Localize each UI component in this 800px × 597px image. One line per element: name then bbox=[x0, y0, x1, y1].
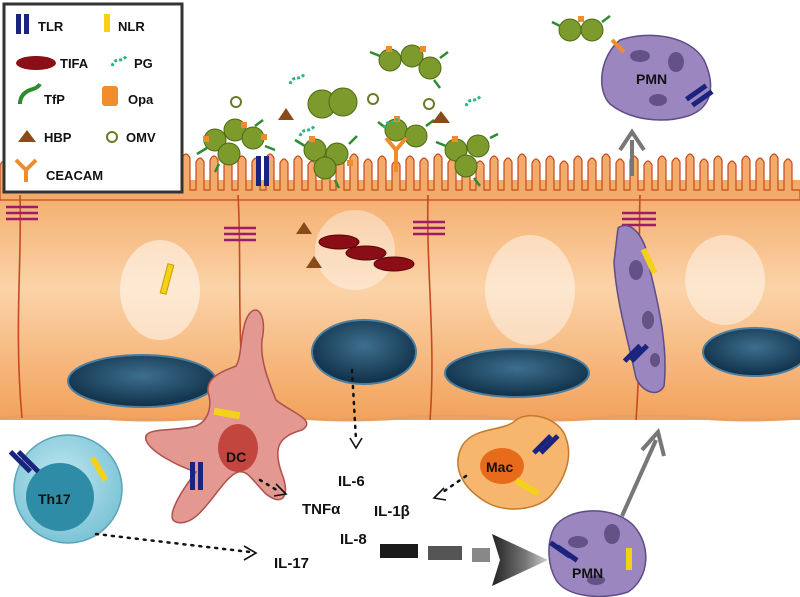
bacteria-cluster bbox=[196, 15, 611, 189]
nlr-receptor-icon bbox=[159, 263, 175, 295]
legend-label-ceacam: CEACAM bbox=[46, 168, 103, 183]
legend-label-omv: OMV bbox=[126, 130, 156, 145]
ceacam-y-icon bbox=[14, 158, 38, 182]
tlr-receptor-icon bbox=[256, 156, 269, 186]
pmn-top-label: PMN bbox=[636, 71, 667, 87]
omv-vesicles bbox=[230, 93, 435, 110]
dc-cell: DC bbox=[145, 309, 308, 524]
nucleus bbox=[444, 348, 590, 398]
cytokine-il1b: IL-1β bbox=[374, 503, 410, 520]
tfp-pilus-icon bbox=[18, 82, 42, 105]
nlr-receptor-icon bbox=[104, 14, 110, 32]
dc-label: DC bbox=[226, 449, 246, 465]
pg-chain-icon bbox=[110, 54, 129, 67]
th17-label: Th17 bbox=[38, 491, 71, 507]
mac-label: Mac bbox=[486, 459, 513, 475]
tifa-oval-icon bbox=[16, 56, 56, 70]
cytokine-tnfa: TNFα bbox=[302, 501, 341, 518]
cytokine-il6: IL-6 bbox=[338, 473, 365, 490]
hbp-triangle-icon bbox=[18, 130, 36, 142]
th17-cell: Th17 bbox=[8, 434, 123, 544]
cytokine-il8: IL-8 bbox=[340, 531, 367, 548]
pmn-bottom-label: PMN bbox=[572, 565, 603, 581]
signal-arrows bbox=[94, 368, 468, 554]
omv-circle-icon bbox=[106, 131, 118, 143]
nucleus bbox=[67, 354, 217, 408]
legend-label-nlr: NLR bbox=[118, 19, 145, 34]
tlr-receptor-icon bbox=[16, 14, 21, 34]
legend-label-pg: PG bbox=[134, 56, 153, 71]
legend-box: TLR NLR TIFA PG TfP Opa HBP OMV CEACAM bbox=[2, 2, 184, 194]
tifa-molecules bbox=[318, 234, 415, 272]
legend-label-tlr: TLR bbox=[38, 19, 64, 34]
ceacam-receptor bbox=[384, 136, 408, 172]
legend-label-tfp: TfP bbox=[44, 92, 65, 107]
epithelium-layer bbox=[0, 153, 800, 422]
legend-label-opa: Opa bbox=[128, 92, 154, 107]
migration-arrows bbox=[618, 128, 666, 517]
opa-cylinder-icon bbox=[102, 86, 118, 106]
tight-junction bbox=[6, 205, 656, 242]
pmn-bottom-cell: PMN bbox=[548, 510, 647, 597]
nucleus bbox=[702, 327, 800, 377]
nucleus bbox=[311, 319, 417, 385]
pmn-top-cell: PMN bbox=[601, 34, 714, 121]
arrowheads bbox=[243, 437, 447, 561]
mac-cell: Mac bbox=[457, 415, 570, 510]
pmn-transmigrating bbox=[613, 225, 666, 394]
legend-label-tifa: TIFA bbox=[60, 56, 89, 71]
legend-label-hbp: HBP bbox=[44, 130, 72, 145]
recruitment-arrow bbox=[380, 534, 548, 586]
cytokine-il17: IL-17 bbox=[274, 555, 309, 572]
hbp-molecules bbox=[278, 108, 450, 268]
